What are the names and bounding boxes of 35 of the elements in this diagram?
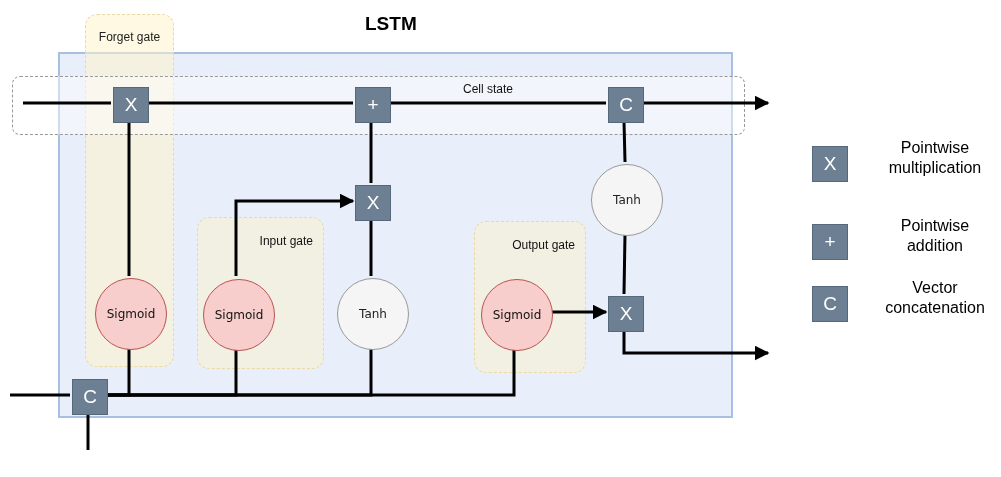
- gate-band: [474, 221, 586, 373]
- operator-box: C: [72, 379, 108, 415]
- legend-label: Pointwise multiplication: [887, 138, 983, 178]
- operator-box: X: [355, 185, 391, 221]
- legend-swatch: C: [812, 286, 848, 322]
- gate-band: [197, 217, 324, 369]
- operator-box: X: [113, 87, 149, 123]
- legend-swatch: X: [812, 146, 848, 182]
- legend-label: Vector concatenation: [884, 278, 986, 318]
- arrow: [622, 330, 770, 361]
- arrow: [234, 193, 355, 276]
- connector-line: [86, 413, 90, 450]
- connector-line: [23, 101, 111, 105]
- connector-line: [106, 348, 516, 397]
- connector-line: [622, 233, 627, 295]
- operator-box: C: [608, 87, 644, 123]
- arrow: [642, 95, 770, 111]
- connector-line: [369, 121, 373, 183]
- cell-state-label: Cell state: [463, 81, 514, 98]
- connector-line: [147, 101, 353, 105]
- connector-line: [10, 393, 70, 397]
- legend-swatch: +: [812, 224, 848, 260]
- band-label: Output gate: [512, 237, 575, 254]
- diagram-title: LSTM: [365, 12, 417, 36]
- arrow: [550, 304, 608, 320]
- operator-box: X: [608, 296, 644, 332]
- band-label: Input gate: [259, 233, 313, 250]
- cell-box: [58, 52, 733, 418]
- operator-box: +: [355, 87, 391, 123]
- gate-label: Forget gate: [97, 29, 162, 46]
- connector-line: [389, 101, 606, 105]
- connector-line: [622, 120, 627, 163]
- legend-label: Pointwise addition: [899, 216, 971, 256]
- connector-line: [127, 121, 131, 276]
- connector-line: [369, 219, 373, 276]
